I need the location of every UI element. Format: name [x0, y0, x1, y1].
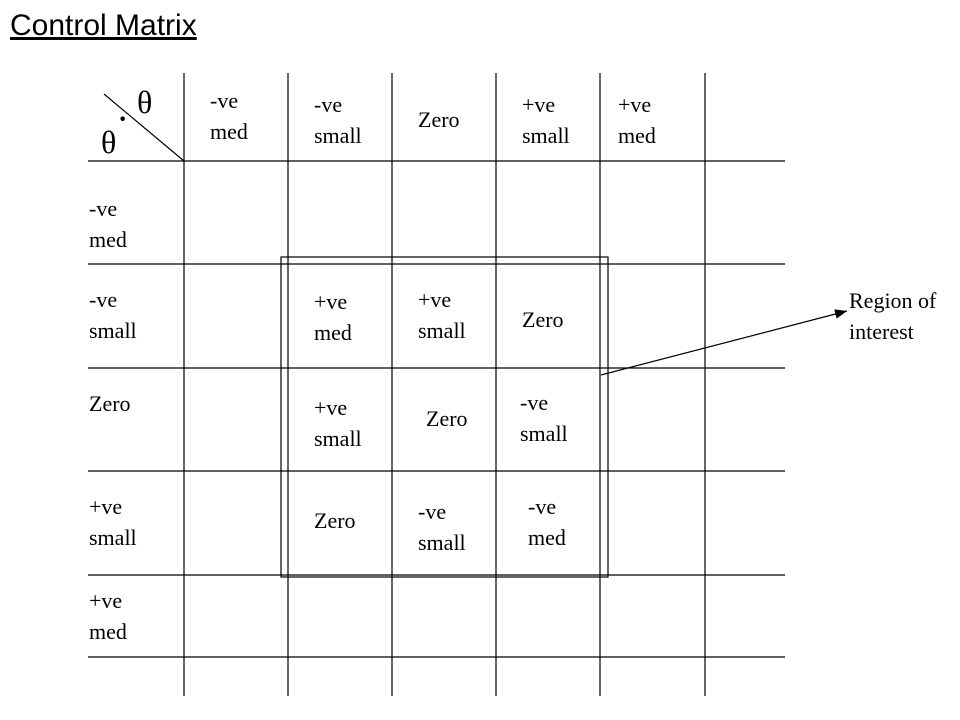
row-header: +ve small — [89, 494, 137, 550]
row-header: +ve med — [89, 588, 127, 644]
matrix-cell: +ve small — [418, 287, 466, 343]
region-of-interest-label: Region of interest — [849, 288, 937, 344]
matrix-cell: -ve small — [520, 390, 568, 446]
matrix-cell: Zero — [314, 508, 356, 533]
corner-diagonal-line — [103, 93, 185, 162]
matrix-cell: Zero — [426, 406, 468, 431]
region-of-interest-box — [280, 256, 609, 578]
page-title: Control Matrix — [10, 9, 197, 42]
matrix-cell: +ve med — [314, 289, 352, 345]
column-header: +ve med — [618, 92, 656, 148]
matrix-cell: +ve small — [314, 395, 362, 451]
annotation-arrow — [600, 309, 848, 376]
row-variable-dot: · — [118, 104, 128, 135]
row-header: -ve med — [89, 196, 127, 252]
matrix-cell: -ve med — [528, 494, 566, 550]
matrix-cell: Zero — [522, 307, 564, 332]
row-header: -ve small — [89, 287, 137, 343]
column-header: -ve med — [210, 88, 248, 144]
row-header: Zero — [89, 391, 131, 416]
column-variable-symbol: θ — [137, 84, 153, 120]
row-variable-symbol: θ — [101, 124, 117, 160]
matrix-cell: -ve small — [418, 499, 466, 555]
column-header: Zero — [418, 107, 460, 132]
column-header: -ve small — [314, 92, 362, 148]
column-header: +ve small — [522, 92, 570, 148]
